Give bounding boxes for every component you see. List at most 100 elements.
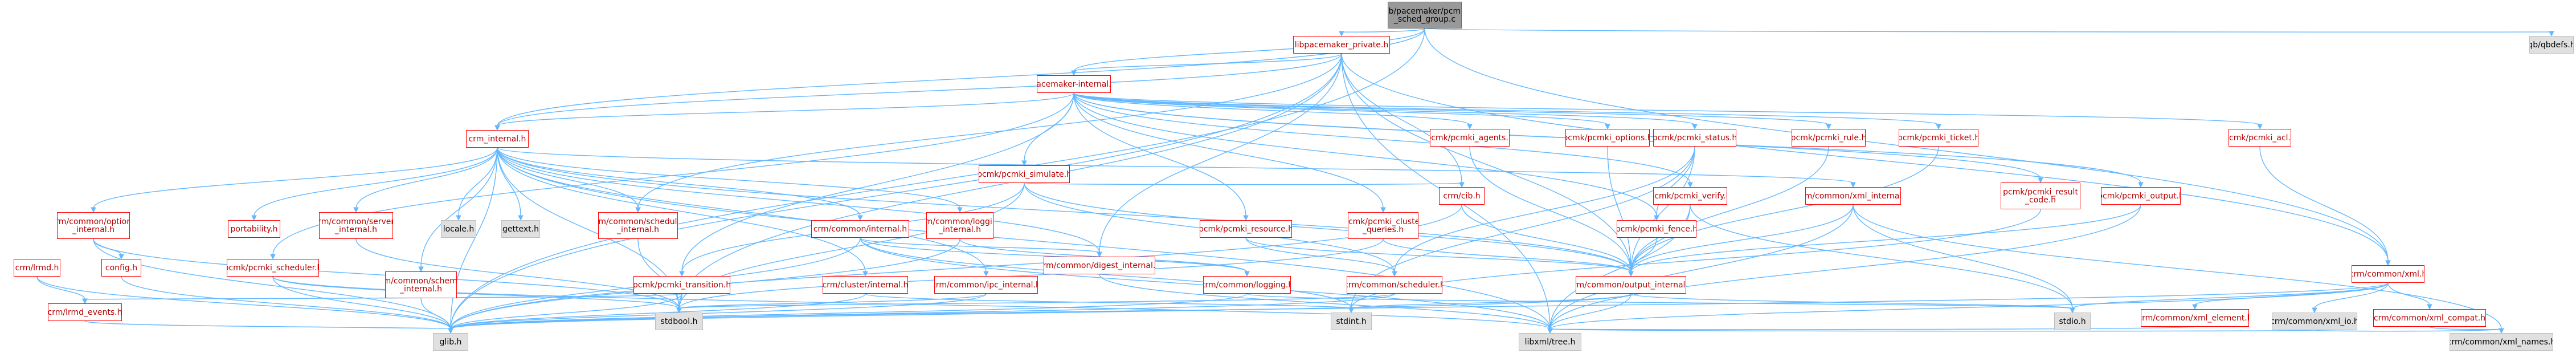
node-xml-compat[interactable]: crm/common/xml_compat.h: [2373, 309, 2486, 327]
dependency-edge: [1549, 282, 2389, 330]
dependency-arrowhead: [2257, 124, 2263, 130]
dependency-edge: [1341, 53, 1632, 273]
node-pacemaker-internal[interactable]: pacemaker-internal.h: [1037, 75, 1111, 93]
node-pcmki-result-code[interactable]: pcmk/pcmki_result _code.h: [2001, 182, 2080, 209]
dependency-edge: [1341, 53, 1462, 184]
node-portability[interactable]: portability.h: [228, 220, 280, 238]
dependency-edge: [497, 28, 1425, 127]
dependency-edge: [681, 92, 1074, 273]
dependency-edge: [1630, 293, 2073, 309]
node-output-internal[interactable]: crm/common/output_internal.h: [1576, 276, 1686, 294]
dependency-edge: [36, 276, 451, 330]
dependency-edge: [450, 282, 2389, 330]
dependency-edge: [84, 293, 682, 300]
node-pcmki-agents[interactable]: pcmk/pcmki_agents.h: [1430, 129, 1510, 147]
dependency-edge: [2259, 146, 2389, 262]
node-servers-internal[interactable]: crm/common/servers _internal.h: [319, 212, 393, 239]
dependency-edge: [1073, 28, 1425, 72]
node-options-internal[interactable]: crm/common/options _internal.h: [57, 212, 130, 239]
dependency-edge: [36, 276, 85, 300]
node-pcmki-cluster-queries[interactable]: pcmk/pcmki_cluster _queries.h: [1348, 212, 1418, 239]
dependency-edge: [1630, 146, 1695, 273]
node-ipc-internal[interactable]: crm/common/ipc_internal.h: [934, 276, 1038, 294]
node-xml-element[interactable]: crm/common/xml_element.h: [2141, 309, 2249, 327]
node-crm-lrmd[interactable]: crm/lrmd.h: [14, 259, 60, 277]
dependency-edge: [1073, 92, 1829, 125]
node-cluster-internal[interactable]: crm/cluster/internal.h: [823, 276, 908, 294]
dependency-arrowhead: [353, 207, 359, 213]
node-pcmki-output[interactable]: pcmk/pcmki_output.h: [2101, 187, 2181, 205]
dependency-arrowhead: [1097, 251, 1102, 258]
node-scheduler-internal[interactable]: crm/common/scheduler _internal.h: [598, 212, 678, 239]
dependency-arrowhead: [1339, 31, 1344, 37]
node-crm-internal[interactable]: crm_internal.h: [466, 130, 529, 148]
dependency-edge: [1073, 92, 1470, 125]
dependency-edge: [497, 147, 1100, 253]
dependency-edge: [1630, 146, 1939, 273]
node-pcmki-verify[interactable]: pcmk/pcmki_verify.h: [1653, 187, 1727, 205]
dependency-arrowhead: [1654, 215, 1659, 221]
dependency-edge: [1073, 92, 1384, 209]
node-common-scheduler[interactable]: crm/common/scheduler.h: [1347, 276, 1442, 294]
node-pcmki-transition[interactable]: pcmk/pcmki_transition.h: [633, 276, 730, 294]
dependency-edge: [1630, 146, 1829, 273]
dependency-arrowhead: [1547, 328, 1553, 334]
node-pcmki-simulate[interactable]: pcmk/pcmki_simulate.h: [979, 165, 1070, 183]
dependency-edge: [678, 238, 1384, 309]
node-schemas-internal[interactable]: crm/common/schemas _internal.h: [385, 271, 457, 298]
node-pcmki-status[interactable]: pcmk/pcmki_status.h: [1653, 129, 1736, 147]
dependency-edge: [637, 53, 1342, 209]
dependency-edge: [1630, 237, 1657, 273]
dependency-arrowhead: [1459, 182, 1465, 188]
dependency-edge: [497, 147, 960, 209]
dependency-arrowhead: [2138, 182, 2144, 188]
node-crm-cib[interactable]: crm/cib.h: [1439, 187, 1485, 205]
node-logging-internal[interactable]: crm/common/logging _internal.h: [926, 212, 993, 239]
node-common-internal[interactable]: crm/common/internal.h: [811, 220, 909, 238]
dependency-edge: [497, 147, 1854, 184]
node-pcmki-resource[interactable]: pcmk/pcmki_resource.h: [1200, 220, 1292, 238]
node-gettext: gettext.h: [501, 220, 540, 238]
dependency-edge: [450, 293, 1248, 330]
dependency-arrowhead: [2038, 177, 2043, 184]
dependency-edge: [1073, 92, 1939, 125]
dependency-edge: [1469, 146, 1632, 273]
node-common-logging[interactable]: crm/common/logging.h: [1203, 276, 1291, 294]
node-pcmki-ticket[interactable]: pcmk/pcmki_ticket.h: [1899, 129, 1978, 147]
dependency-edge: [1549, 204, 1854, 330]
dependency-edge: [450, 293, 1632, 330]
node-digest-internal[interactable]: crm/common/digest_internal.h: [1044, 257, 1155, 274]
dependency-edge: [497, 147, 1632, 273]
dependency-edge: [1630, 204, 1854, 273]
node-lrmd-events[interactable]: crm/lrmd_events.h: [48, 303, 122, 321]
node-pcmki-fence[interactable]: pcmk/pcmki_fence.h: [1617, 220, 1696, 238]
node-libxml-tree: libxml/tree.h: [1519, 333, 1581, 351]
node-config[interactable]: config.h: [101, 259, 141, 277]
dependency-arrowhead: [1243, 215, 1249, 221]
dependency-arrowhead: [1826, 124, 1831, 130]
dependency-edge: [497, 147, 1551, 330]
node-pcmki-scheduler[interactable]: pcmk/pcmki_scheduler.h: [227, 259, 319, 277]
dependency-edge: [420, 147, 498, 268]
dependency-edge: [355, 147, 498, 209]
dependency-edge: [253, 147, 498, 217]
dependency-edge: [860, 237, 1248, 273]
node-libpacemaker-private[interactable]: libpacemaker_private.h: [1293, 36, 1390, 54]
node-stdio: stdio.h: [2054, 313, 2091, 330]
dependency-edge: [1383, 238, 1632, 273]
node-xml-internal[interactable]: crm/common/xml_internal.h: [1805, 187, 1901, 205]
node-common-xml[interactable]: crm/common/xml.h: [2352, 265, 2424, 283]
node-pcmki-options[interactable]: pcmk/pcmki_options.h: [1565, 129, 1650, 147]
dependency-edge: [1461, 204, 1632, 273]
dependency-arrowhead: [2385, 260, 2391, 266]
dependency-edge: [1073, 92, 1246, 217]
node-stdint: stdint.h: [1331, 313, 1372, 330]
dependency-edge: [450, 28, 1425, 330]
node-pcmki-acl[interactable]: pcmk/pcmki_acl.h: [2229, 129, 2291, 147]
dependency-edge: [93, 147, 498, 209]
dependency-arrowhead: [1605, 124, 1610, 130]
node-pcmki-rule[interactable]: pcmk/pcmki_rule.h: [1792, 129, 1866, 147]
dependency-edge: [1690, 204, 2073, 309]
dependency-arrowhead: [2070, 307, 2075, 314]
node-qbdefs: qb/qbdefs.h: [2529, 36, 2574, 54]
